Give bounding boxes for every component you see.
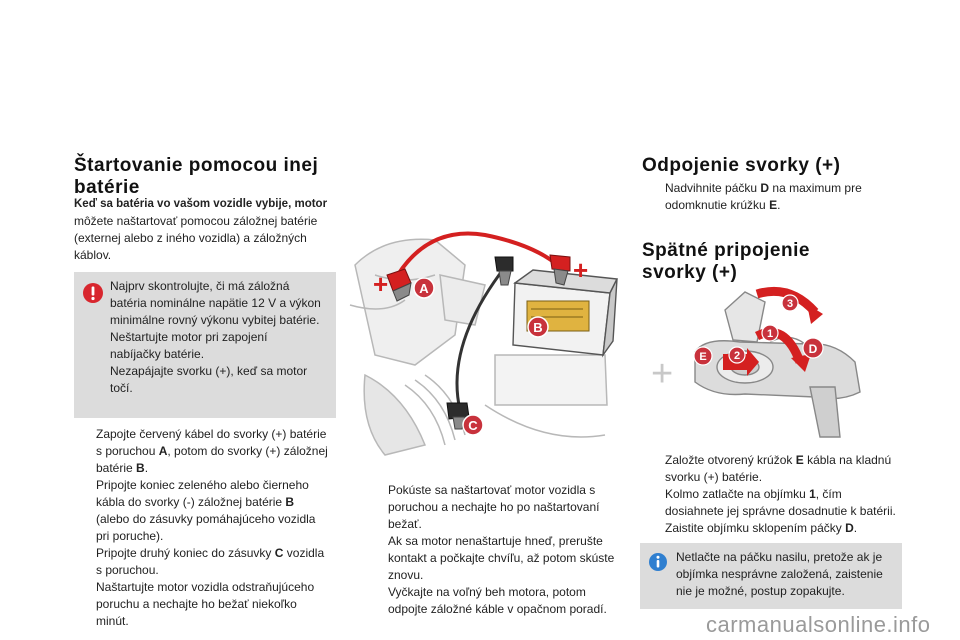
list-item: Nadvihnite páčku D na maximum pre odomkn… — [665, 181, 862, 212]
list-item: Pokúste sa naštartovať motor vozidla s p… — [388, 483, 615, 582]
list-item: Naštartujte motor vozidla odstraňujúceho… — [96, 580, 315, 628]
label-3: 3 — [787, 298, 793, 310]
clamp-red-a — [386, 268, 412, 302]
info-line-1: Netlačte na páčku nasilu, pretože ak je — [676, 550, 883, 564]
badge-e: E — [693, 346, 713, 366]
red-cable — [391, 231, 562, 284]
warning-line-3: minimálne rovný výkonu vybitej batérie. — [110, 313, 320, 327]
warning-text: Najprv skontrolujte, či má záložná batér… — [110, 278, 332, 397]
list-item: Zaistite objímku sklopením páčky D. — [665, 521, 858, 535]
list-item: Založte otvorený krúžok E kábla na kladn… — [665, 453, 892, 484]
intro-line-3: káblov. — [74, 248, 112, 262]
left-title-line-2: batérie — [74, 177, 140, 198]
plus-sign-right: + — [573, 255, 588, 285]
right-title-2-line-2: svorky (+) — [642, 262, 738, 283]
engine-bay-drawing — [349, 238, 608, 456]
label-b: B — [533, 320, 542, 335]
black-cable — [455, 266, 507, 411]
info-line-2: objímka nesprávne založená, zaistenie — [676, 567, 883, 581]
info-line-3: nie je možné, postup zopakujte. — [676, 584, 845, 598]
warning-icon — [83, 283, 103, 303]
left-intro: Keď sa batéria vo vašom vozidle vybije, … — [74, 196, 344, 264]
label-1: 1 — [767, 328, 773, 340]
list-item: Pripojte druhý koniec do zásuvky C vozid… — [96, 546, 325, 577]
intro-line-2: (externej alebo z iného vozidla) a zálož… — [74, 231, 307, 245]
right-step-1: Nadvihnite páčku D na maximum pre odomkn… — [645, 180, 905, 214]
label-a-badge: A — [413, 277, 435, 299]
plus-sign-left: + — [373, 269, 388, 299]
right-title-2: Spätné pripojenie svorky (+) — [642, 240, 902, 284]
badge-3: 3 — [781, 294, 799, 312]
watermark: carmanualsonline.info — [706, 612, 931, 637]
right-title-1: Odpojenie svorky (+) — [642, 155, 841, 176]
warning-line-7: točí. — [110, 381, 133, 395]
clamp-black-c — [446, 402, 470, 430]
left-steps: Zapojte červený kábel do svorky (+) baté… — [76, 426, 344, 630]
badge-2: 2 — [728, 346, 746, 364]
jump-start-diagram: + + A B C — [345, 205, 620, 470]
info-box: Netlačte na páčku nasilu, pretože ak je … — [640, 543, 902, 609]
right-steps-2: Založte otvorený krúžok E kábla na kladn… — [645, 452, 910, 537]
label-a: A — [419, 281, 429, 296]
label-d: D — [809, 342, 818, 356]
warning-line-5: nabíjačky batérie. — [110, 347, 205, 361]
label-c: C — [468, 418, 478, 433]
warning-line-2: batéria nominálne napätie 12 V a výkon — [110, 296, 321, 310]
middle-steps: Pokúste sa naštartovať motor vozidla s p… — [368, 482, 628, 618]
warning-box: Najprv skontrolujte, či má záložná batér… — [74, 272, 336, 418]
badge-1: 1 — [761, 324, 779, 342]
info-text: Netlačte na páčku nasilu, pretože ak je … — [676, 549, 898, 600]
intro-line-1: môžete naštartovať pomocou záložnej baté… — [74, 214, 318, 228]
clamp-body-drawing — [694, 291, 861, 438]
badge-d: D — [802, 337, 824, 359]
right-title-2-line-1: Spätné pripojenie — [642, 240, 810, 261]
clamp-black-b — [494, 256, 514, 286]
label-e: E — [699, 351, 706, 363]
list-item: Zapojte červený kábel do svorky (+) baté… — [96, 427, 328, 475]
list-item: Vyčkajte na voľný beh motora, potom odpo… — [388, 585, 607, 616]
terminal-clamp-diagram: + 3 1 2 D E — [651, 286, 861, 438]
left-title: Štartovanie pomocou inej batérie — [74, 155, 334, 199]
list-item: Kolmo zatlačte na objímku 1, čím dosiahn… — [665, 487, 896, 518]
clamp-plus-sign: + — [651, 353, 673, 395]
info-icon — [649, 553, 667, 571]
warning-line-6: Nezapájajte svorku (+), keď sa motor — [110, 364, 308, 378]
warning-line-4: Neštartujte motor pri zapojení — [110, 330, 268, 344]
left-title-line-1: Štartovanie pomocou inej — [74, 155, 319, 176]
warning-line-1: Najprv skontrolujte, či má záložná — [110, 279, 290, 293]
label-c-badge: C — [462, 414, 484, 436]
intro-bold: Keď sa batéria vo vašom vozidle vybije, … — [74, 198, 328, 210]
label-2: 2 — [734, 350, 740, 362]
label-b-badge: B — [527, 316, 549, 338]
clamp-red-b — [549, 254, 571, 286]
list-item: Pripojte koniec zeleného alebo čierneho … — [96, 478, 316, 543]
